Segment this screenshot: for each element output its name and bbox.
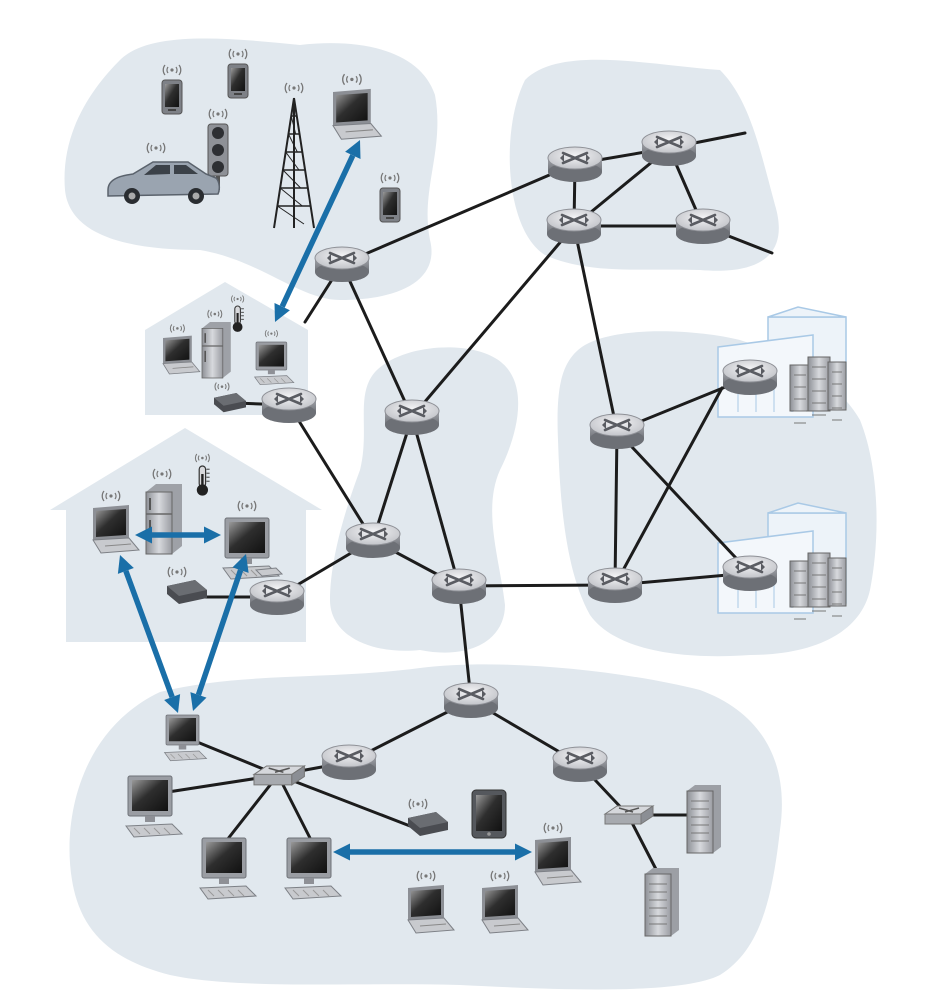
router-icon [261, 387, 317, 423]
desktop-computer-icon [253, 329, 295, 386]
network-link [615, 429, 752, 575]
network-link [410, 415, 461, 588]
wireless-signal-icon [490, 870, 510, 882]
router-icon [345, 522, 401, 558]
communication-arrows [117, 140, 532, 861]
modem-icon [214, 382, 246, 413]
end-devices [92, 48, 721, 937]
wireless-signal-icon [380, 172, 400, 184]
wireless-signal-icon [214, 382, 230, 391]
network-link [287, 403, 375, 542]
network-link [340, 262, 414, 419]
communication-arrow [135, 526, 221, 544]
network-link [457, 584, 473, 702]
wireless-signal-icon [208, 108, 228, 120]
laptop-icon [162, 324, 201, 375]
communication-arrow [333, 843, 532, 861]
router-icon [722, 555, 778, 591]
network-link [613, 386, 724, 587]
router-icon [384, 399, 440, 435]
modem-icon [408, 798, 448, 836]
wireless-signal-icon [162, 64, 182, 76]
wireless-signal-icon [152, 468, 172, 480]
router-icon [314, 246, 370, 282]
laptop-icon [332, 73, 383, 140]
desktop-computer-icon [199, 837, 258, 900]
thermometer-icon [194, 453, 210, 496]
wireless-signal-icon [228, 48, 248, 60]
wireless-signal-icon [169, 324, 185, 333]
network-link [410, 224, 576, 419]
wireless-signal-icon [101, 490, 121, 502]
cell-tower-icon [273, 82, 315, 229]
router-icon [547, 146, 603, 182]
laptop-icon [407, 870, 456, 934]
router-icon [722, 359, 778, 395]
network-link [276, 773, 412, 828]
server-icon [644, 868, 679, 937]
network-link [225, 773, 280, 842]
thermometer-icon [231, 295, 245, 332]
desktop-computer-icon [125, 775, 184, 838]
network-link [613, 429, 619, 587]
router-icon [675, 208, 731, 244]
wireless-signal-icon [167, 566, 187, 578]
wireless-signal-icon [146, 142, 166, 154]
wireless-signal-icon [416, 870, 436, 882]
switch-icon [252, 765, 307, 786]
router-icon [546, 208, 602, 244]
communication-arrow [117, 555, 181, 713]
laptop-icon [481, 870, 530, 934]
network-link [276, 773, 313, 842]
network-link [371, 415, 414, 542]
wireless-signal-icon [207, 309, 223, 319]
tablet-icon [471, 789, 507, 839]
router-icon [587, 567, 643, 603]
server-icon [686, 785, 721, 854]
network-link [626, 813, 662, 879]
wireless-signal-icon [284, 82, 304, 94]
wireless-signal-icon [194, 453, 210, 463]
refrigerator-icon [201, 309, 231, 379]
laptop-icon [534, 822, 583, 886]
router-icon [321, 744, 377, 780]
network-link [572, 224, 619, 433]
routers [249, 130, 778, 782]
wireless-signal-icon [231, 295, 245, 303]
wireless-signal-icon [408, 798, 428, 810]
smartphone-icon [161, 64, 183, 115]
wireless-signal-icon [543, 822, 563, 834]
router-icon [589, 413, 645, 449]
router-icon [431, 568, 487, 604]
mobile-network-region [64, 38, 438, 301]
desktop-computer-icon [163, 714, 208, 762]
router-icon [443, 682, 499, 718]
communication-arrow [274, 140, 361, 322]
router-icon [552, 746, 608, 782]
switch-icon [603, 805, 655, 825]
traffic-light-icon [207, 108, 229, 190]
regional-isp-region [330, 347, 519, 653]
wireless-signal-icon [342, 73, 362, 86]
modem-icon [167, 566, 207, 604]
router-icon [641, 130, 697, 166]
router-icon [249, 579, 305, 615]
wireless-signal-icon [264, 329, 278, 338]
communication-arrow [190, 554, 249, 711]
keyboard-icon [254, 567, 284, 577]
car-icon [107, 142, 221, 204]
desktop-computer-icon [284, 837, 343, 900]
smartphone-icon [379, 172, 401, 223]
laptop-icon [92, 490, 141, 554]
network-link [340, 162, 577, 266]
wireless-signal-icon [237, 500, 257, 512]
smartphone-icon [227, 48, 249, 99]
